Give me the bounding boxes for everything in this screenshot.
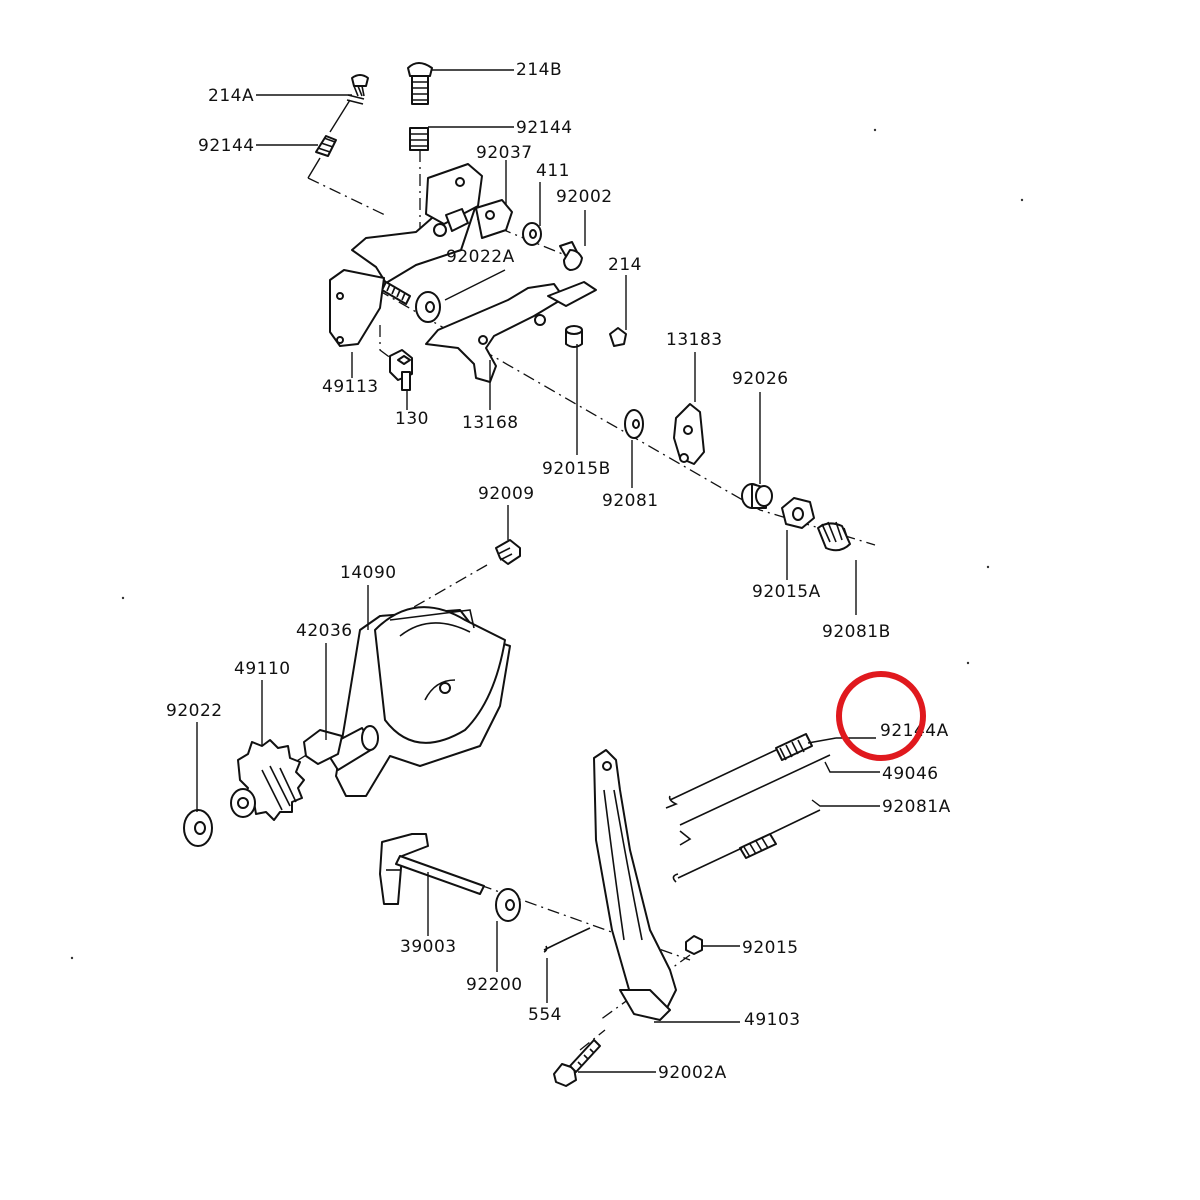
spring-92022A [381, 281, 441, 323]
nut-92015A [781, 497, 815, 529]
label-214B: 214B [516, 60, 562, 80]
governor-lever-49103 [593, 749, 677, 1021]
label-214: 214 [608, 255, 642, 275]
label-92144-right: 92144 [516, 118, 573, 138]
spring-92081B [817, 521, 851, 552]
label-92081: 92081 [602, 491, 659, 511]
leader-lines [196, 69, 880, 1073]
label-49113: 49113 [322, 377, 379, 397]
label-554: 554 [528, 1005, 562, 1025]
rod-49046 [679, 754, 831, 846]
label-92009: 92009 [478, 484, 535, 504]
label-13168: 13168 [462, 413, 519, 433]
spring-92144-right [409, 127, 429, 151]
label-92144A: 92144A [880, 721, 949, 741]
washer-92022 [183, 809, 213, 847]
nut-92015 [685, 935, 703, 955]
label-214A: 214A [208, 86, 254, 106]
label-92026: 92026 [732, 369, 789, 389]
label-39003: 39003 [400, 937, 457, 957]
plate-92037 [475, 199, 513, 239]
housing-14090 [335, 606, 511, 797]
label-92081B: 92081B [822, 622, 891, 642]
label-92144-left: 92144 [198, 136, 255, 156]
label-92002: 92002 [556, 187, 613, 207]
label-49110: 49110 [234, 659, 291, 679]
crank-39003 [379, 833, 485, 905]
throttle-bracket [351, 163, 483, 284]
label-130: 130 [395, 409, 429, 429]
screw-214 [609, 327, 627, 347]
label-92022A: 92022A [446, 247, 515, 267]
label-92037: 92037 [476, 143, 533, 163]
gear-49110 [230, 739, 305, 821]
throttle-lever-13168 [425, 281, 597, 383]
label-92200: 92200 [466, 975, 523, 995]
screw-92009 [495, 539, 521, 565]
label-13183: 13183 [666, 330, 723, 350]
label-92015: 92015 [742, 938, 799, 958]
screw-214B [407, 62, 433, 105]
link-13183 [673, 403, 705, 465]
label-49046: 49046 [882, 764, 939, 784]
spring-92081A [672, 809, 821, 883]
label-42036: 42036 [296, 621, 353, 641]
shaft-42036 [303, 725, 379, 771]
bracket-49113 [329, 269, 385, 347]
label-92002A: 92002A [658, 1063, 727, 1083]
washer-92081 [624, 409, 644, 439]
highlight-circle [836, 671, 926, 761]
collar-92026 [741, 483, 773, 509]
spring-92144-left [315, 135, 337, 157]
bolt-92002A [553, 1039, 601, 1087]
label-92015A: 92015A [752, 582, 821, 602]
label-49103: 49103 [744, 1010, 801, 1030]
screw-92002 [559, 241, 583, 271]
bolt-130 [389, 349, 413, 391]
spring-92144A [665, 733, 813, 809]
sleeve-92015B [565, 325, 583, 348]
label-92022: 92022 [166, 701, 223, 721]
washer-92200 [495, 888, 521, 922]
label-411: 411 [536, 161, 570, 181]
scan-specks [70, 128, 1024, 960]
label-92015B: 92015B [542, 459, 611, 479]
label-92081A: 92081A [882, 797, 951, 817]
washer-411 [522, 222, 542, 246]
screw-214A [346, 74, 369, 105]
label-14090: 14090 [340, 563, 397, 583]
pin-554 [543, 927, 591, 953]
